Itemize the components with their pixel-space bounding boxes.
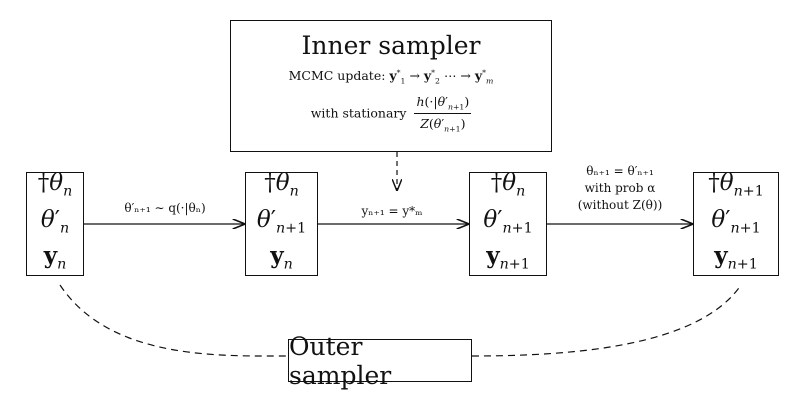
stationary-fraction: h(·|θ′n+1) Z(θ′n+1) bbox=[414, 93, 472, 134]
update-y-label: yₙ₊₁ = y*ₘ bbox=[361, 204, 423, 218]
propose-label: θ′ₙ₊₁ ∼ q(·|θₙ) bbox=[124, 201, 206, 215]
state-box-3: †θn θ′n+1 yn+1 bbox=[469, 170, 547, 276]
outer-sampler-title: Outer sampler bbox=[289, 331, 392, 390]
state-1-y: yn bbox=[43, 242, 67, 273]
state-4-y: yn+1 bbox=[714, 242, 758, 273]
mcmc-update-prefix: MCMC update: bbox=[288, 68, 390, 84]
dashed-curve-right bbox=[471, 284, 742, 357]
state-3-theta-prime: θ′n+1 bbox=[483, 206, 533, 237]
accept-label-line1: θₙ₊₁ = θ′ₙ₊₁ bbox=[586, 164, 654, 178]
inner-sampler-box: Inner sampler MCMC update: y*1 → y*2 ⋯ →… bbox=[230, 20, 552, 152]
dashed-curve-left bbox=[59, 284, 289, 357]
state-4-theta-prime: θ′n+1 bbox=[711, 206, 761, 237]
mcmc-chain-formula: y*1 → y*2 ⋯ → y*m bbox=[389, 68, 494, 86]
stationary-prefix: with stationary bbox=[310, 105, 407, 121]
mcmc-update-line: MCMC update: y*1 → y*2 ⋯ → y*m bbox=[231, 68, 551, 86]
state-3-y: yn+1 bbox=[486, 242, 530, 273]
state-box-4: †θn+1 θ′n+1 yn+1 bbox=[693, 170, 779, 276]
state-1-theta-prime: θ′n bbox=[40, 206, 70, 237]
state-box-2: †θn θ′n+1 yn bbox=[245, 170, 318, 276]
state-2-y: yn bbox=[270, 242, 293, 273]
inner-sampler-title: Inner sampler bbox=[301, 31, 481, 60]
state-3-theta: †θn bbox=[490, 170, 526, 200]
accept-label-line3: (without Z(θ)) bbox=[577, 198, 663, 212]
state-4-theta: †θn+1 bbox=[708, 170, 764, 200]
stationary-line: with stationary h(·|θ′n+1) Z(θ′n+1) bbox=[231, 94, 551, 134]
state-box-1: †θn θ′n yn bbox=[26, 170, 84, 276]
accept-label-line2: with prob α bbox=[584, 181, 656, 195]
state-2-theta: †θn bbox=[264, 170, 299, 200]
state-1-theta: †θn bbox=[37, 170, 73, 200]
state-2-theta-prime: θ′n+1 bbox=[256, 206, 307, 237]
outer-sampler-box: Outer sampler bbox=[288, 332, 472, 390]
